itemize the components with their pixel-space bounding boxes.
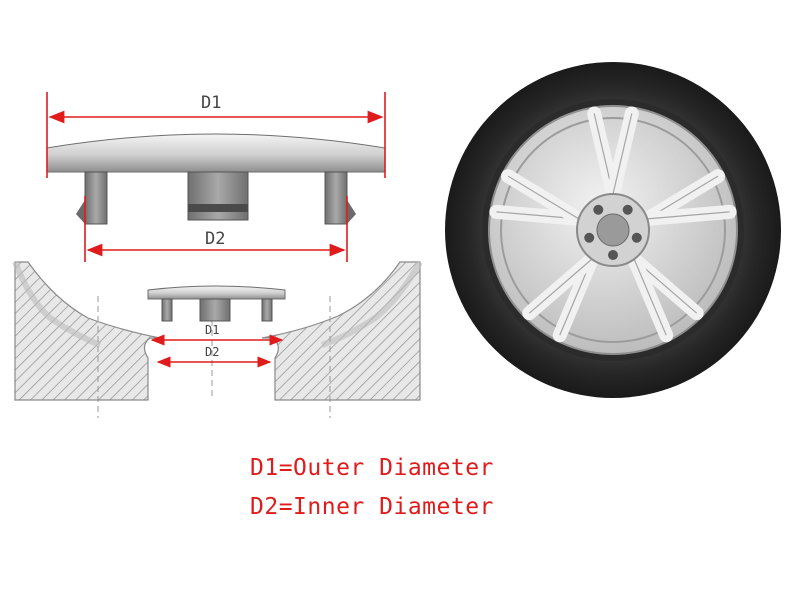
spoke-edge (633, 258, 667, 336)
cap-side-view (46, 133, 386, 225)
lug-nut (608, 250, 618, 260)
d2-label-top: D2 (205, 229, 225, 249)
d2-dimension-top: D2 (84, 196, 348, 262)
d2-dimension-section: D2 (156, 345, 272, 368)
lug-nut (584, 232, 595, 243)
spoke-edge (507, 175, 580, 220)
lug-nut (631, 232, 642, 243)
d1-dimension-section: D1 (150, 323, 284, 346)
wheel-illustration (445, 62, 781, 398)
legend-outer-diameter: D1=Outer Diameter (250, 455, 494, 481)
spoke-edge (647, 211, 730, 220)
d1-label-section: D1 (205, 323, 219, 337)
spoke-edge (528, 258, 593, 314)
spokes (489, 106, 737, 343)
d1-label-top: D1 (201, 93, 221, 113)
lug-nut (593, 204, 604, 215)
legend-inner-diameter: D2=Inner Diameter (250, 494, 494, 520)
lug-nuts (584, 204, 642, 260)
spoke-edge (612, 113, 633, 195)
d2-label-section: D2 (205, 345, 219, 359)
d1-dimension-top: D1 (46, 92, 386, 178)
cap-small-view (147, 285, 286, 322)
rim-cross-section (12, 260, 423, 418)
lug-nut (622, 204, 633, 215)
